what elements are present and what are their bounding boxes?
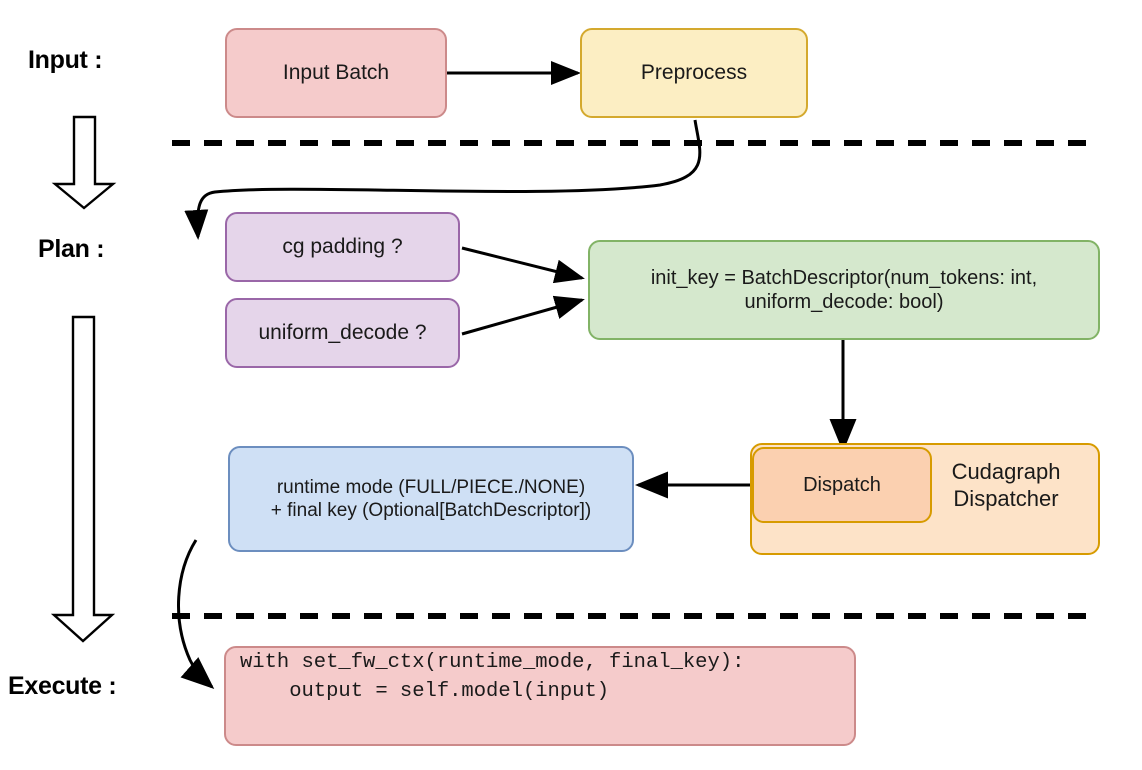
node-uniform-decode[interactable]: uniform_decode ? <box>225 298 460 368</box>
node-dispatch-label: Dispatch <box>803 473 881 496</box>
node-init-key-line-2: uniform_decode: bool) <box>744 291 944 313</box>
stage-label-input: Input : <box>28 46 103 74</box>
node-execute-code[interactable]: with set_fw_ctx(runtime_mode, final_key)… <box>224 646 856 746</box>
node-input-batch[interactable]: Input Batch <box>225 28 447 118</box>
stage-label-plan: Plan : <box>38 235 105 263</box>
node-runtime-mode[interactable]: runtime mode (FULL/PIECE./NONE) + final … <box>228 446 634 552</box>
node-dispatch[interactable]: Dispatch <box>752 447 932 523</box>
plan-to-execute-arrow <box>50 315 116 643</box>
arrow-uniform-decode-to-init-key <box>461 295 585 336</box>
node-runtime-mode-line-1: runtime mode (FULL/PIECE./NONE) <box>276 476 586 498</box>
node-uniform-decode-label: uniform_decode ? <box>258 321 427 345</box>
node-cg-padding[interactable]: cg padding ? <box>225 212 460 282</box>
arrow-runtime-mode-to-execute <box>177 539 215 689</box>
node-init-key-line-1: init_key = BatchDescriptor(num_tokens: i… <box>650 266 1038 289</box>
arrow-cg-padding-to-init-key <box>461 246 585 284</box>
node-preprocess-label: Preprocess <box>640 61 748 85</box>
node-input-batch-label: Input Batch <box>282 61 390 85</box>
node-execute-code-line-1: with set_fw_ctx(runtime_mode, final_key)… <box>240 651 745 674</box>
node-execute-code-line-2: output = self.model(input) <box>240 680 610 704</box>
arrow-preprocess-to-cg-padding <box>184 119 702 240</box>
node-init-key[interactable]: init_key = BatchDescriptor(num_tokens: i… <box>588 240 1100 340</box>
node-runtime-mode-line-2: + final key (Optional[BatchDescriptor]) <box>270 500 592 521</box>
node-cg-padding-label: cg padding ? <box>282 235 403 259</box>
stage-label-execute: Execute : <box>8 672 117 700</box>
node-preprocess[interactable]: Preprocess <box>580 28 808 118</box>
input-to-plan-arrow <box>51 115 117 210</box>
node-cudagraph-dispatcher-label: Cudagraph Dispatcher <box>951 459 1061 511</box>
